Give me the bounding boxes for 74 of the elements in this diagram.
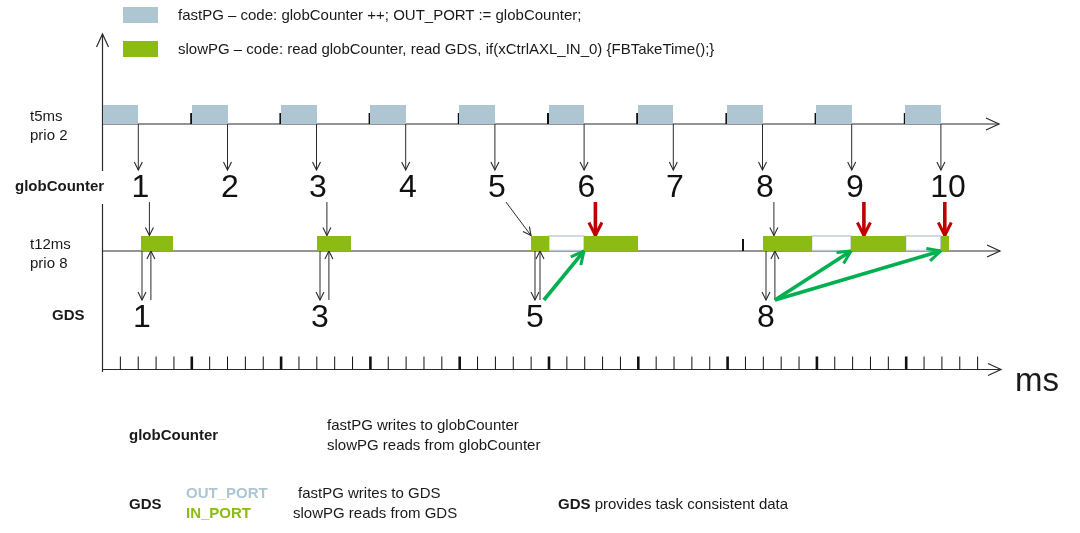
arrow bbox=[324, 250, 334, 301]
counter-value: 1 bbox=[131, 170, 150, 202]
arrow bbox=[322, 201, 332, 237]
row-label: t12ms prio 8 bbox=[30, 234, 72, 272]
counter-value: 6 bbox=[577, 170, 596, 202]
execution-bar bbox=[905, 105, 941, 124]
execution-bar bbox=[459, 105, 495, 124]
arrow bbox=[936, 202, 953, 237]
arrow bbox=[761, 250, 771, 301]
arrow bbox=[770, 250, 780, 301]
execution-bar bbox=[102, 105, 139, 124]
description-text: slowPG reads from GDS bbox=[293, 504, 458, 522]
counter-value: 5 bbox=[488, 170, 506, 202]
row-label: t5ms prio 2 bbox=[30, 106, 69, 144]
port-label: IN_PORT bbox=[186, 504, 251, 522]
arrow bbox=[490, 123, 500, 171]
arrow bbox=[137, 250, 147, 301]
arrow bbox=[847, 123, 857, 171]
counter-value: 9 bbox=[846, 170, 864, 202]
execution-bar bbox=[637, 105, 674, 124]
arrow bbox=[505, 201, 532, 237]
arrow bbox=[587, 202, 604, 237]
counter-value: 3 bbox=[309, 170, 327, 202]
arrow bbox=[315, 250, 325, 301]
execution-bar bbox=[281, 105, 317, 124]
term-label: GDS bbox=[129, 495, 162, 513]
arrow bbox=[769, 201, 779, 237]
note-text: GDS provides task consistent data bbox=[558, 495, 789, 513]
execution-bar bbox=[140, 235, 174, 251]
arrow bbox=[774, 246, 943, 302]
counter-value: 2 bbox=[221, 170, 239, 202]
execution-bar bbox=[763, 235, 812, 251]
description-text: slowPG reads from globCounter bbox=[327, 436, 541, 454]
arrow bbox=[530, 250, 540, 301]
axis-unit: ms bbox=[1015, 363, 1059, 396]
counter-value: 10 bbox=[930, 170, 966, 202]
arrow bbox=[757, 123, 768, 171]
arrow bbox=[579, 123, 589, 171]
counter-value: 5 bbox=[526, 300, 544, 332]
arrow bbox=[146, 250, 156, 301]
execution-bar bbox=[548, 105, 585, 124]
counter-value: 8 bbox=[757, 300, 775, 332]
counter-value: 1 bbox=[133, 300, 151, 332]
counter-value: 8 bbox=[756, 170, 774, 202]
arrow bbox=[222, 123, 233, 171]
term-label: globCounter bbox=[129, 426, 219, 444]
row-label: globCounter bbox=[15, 177, 105, 195]
execution-bar bbox=[584, 235, 638, 251]
arrow bbox=[311, 123, 322, 171]
description-text: fastPG writes to GDS bbox=[298, 484, 441, 502]
execution-bar bbox=[727, 105, 763, 124]
port-label: OUT_PORT bbox=[186, 484, 268, 502]
arrow bbox=[542, 249, 586, 302]
arrow bbox=[133, 123, 143, 171]
description-text: fastPG writes to globCounter bbox=[327, 416, 519, 434]
arrow bbox=[401, 123, 411, 171]
counter-value: 3 bbox=[311, 300, 329, 332]
execution-bar bbox=[851, 235, 906, 251]
arrow bbox=[668, 123, 678, 171]
counter-value: 7 bbox=[666, 170, 684, 202]
execution-bar bbox=[940, 235, 949, 251]
execution-bar bbox=[531, 235, 549, 251]
legend-text: slowPG – code: read globCounter, read GDS, if(xCtrlAXL_IN_0) {FBTakeTime();} bbox=[178, 39, 715, 58]
execution-bar bbox=[192, 105, 228, 124]
legend-text: fastPG – code: globCounter ++; OUT_PORT := globCounter; bbox=[178, 6, 582, 24]
execution-bar bbox=[317, 235, 351, 251]
row-label: GDS bbox=[52, 306, 85, 324]
arrow bbox=[855, 202, 872, 237]
arrow bbox=[144, 201, 154, 237]
execution-bar bbox=[370, 105, 406, 124]
execution-bar bbox=[816, 105, 852, 124]
arrow bbox=[936, 123, 946, 171]
counter-value: 4 bbox=[399, 170, 417, 202]
arrow bbox=[535, 250, 545, 301]
